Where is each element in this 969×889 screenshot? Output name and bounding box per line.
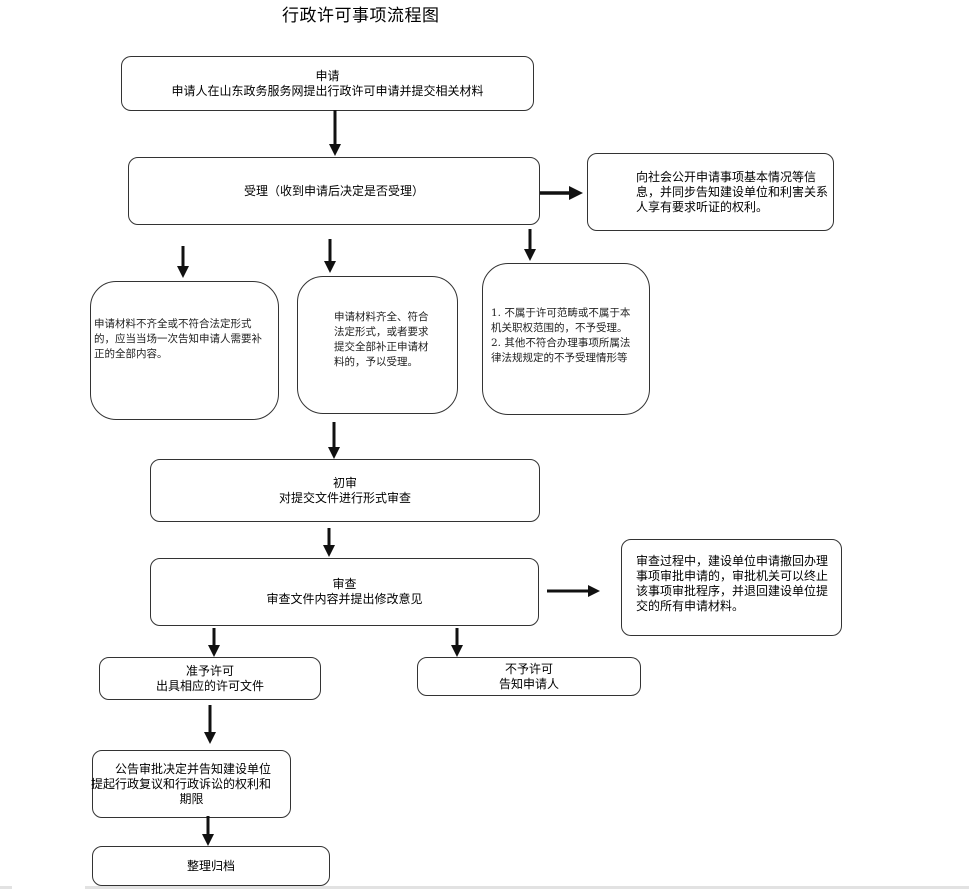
bottom-divider-left [0, 886, 12, 889]
node-announce-line-1: 公告审批决定并告知建设单位 [115, 761, 272, 776]
node-deny-line-2: 告知申请人 [498, 676, 559, 691]
node-publicize-line-2: 息，并同步告知建设单位和利害关系 [636, 184, 829, 199]
node-withdraw: 审查过程中，建设单位申请撤回办理 事项审批申请的，审批机关可以终止 该事项审批程… [621, 539, 842, 636]
node-deny-line-1: 不予许可 [504, 661, 553, 676]
node-preliminary: 初审 对提交文件进行形式审查 [150, 459, 540, 522]
node-complete: 申请材料齐全、符合 法定形式，或者要求 提交全部补正申请材 料的，予以受理。 [297, 276, 458, 414]
node-apply-line-1: 申请 [315, 68, 340, 83]
node-incomplete: 申请材料不齐全或不符合法定形式 的，应当当场一次告知申请人需要补 正的全部内容。 [90, 281, 279, 420]
node-approve: 准予许可 出具相应的许可文件 [99, 657, 321, 700]
node-preliminary-line-1: 初审 [332, 475, 357, 490]
node-review-line-1: 审查 [332, 577, 357, 591]
node-reject-line-3: 2. 其他不符合办理事项所属法 [491, 337, 631, 349]
node-reject-line-1: 1. 不属于许可范畴或不属于本 [491, 307, 631, 319]
node-deny: 不予许可 告知申请人 [417, 657, 641, 696]
node-withdraw-line-3: 该事项审批程序，并退回建设单位提 [636, 583, 829, 598]
node-announce-line-3: 期限 [179, 791, 204, 806]
node-announce: 公告审批决定并告知建设单位 提起行政复议和行政诉讼的权利和 期限 [91, 750, 291, 818]
node-incomplete-line-3: 正的全部内容。 [94, 348, 168, 360]
node-accept-line-1: 受理（收到申请后决定是否受理） [243, 183, 424, 198]
node-apply-line-2: 申请人在山东政务服务网提出行政许可申请并提交相关材料 [171, 83, 484, 98]
node-withdraw-line-2: 事项审批申请的，审批机关可以终止 [636, 568, 829, 583]
node-reject-line-4: 律法规规定的不予受理情形等 [491, 352, 628, 364]
node-publicize: 向社会公开申请事项基本情况等信 息，并同步告知建设单位和利害关系 人享有要求听证… [587, 153, 834, 231]
node-complete-line-3: 提交全部补正申请材 [334, 341, 429, 353]
node-accept: 受理（收到申请后决定是否受理） [128, 157, 540, 225]
node-publicize-line-1: 向社会公开申请事项基本情况等信 [636, 169, 817, 184]
node-complete-line-1: 申请材料齐全、符合 [334, 311, 429, 323]
node-complete-line-2: 法定形式，或者要求 [334, 326, 429, 338]
node-withdraw-line-1: 审查过程中，建设单位申请撤回办理 [636, 553, 829, 568]
node-review-line-2: 审查文件内容并提出修改意见 [266, 592, 423, 606]
node-reject-line-2: 机关职权范围的，不予受理。 [491, 322, 628, 334]
node-announce-line-2: 提起行政复议和行政诉讼的权利和 [91, 776, 272, 791]
node-reject: 1. 不属于许可范畴或不属于本 机关职权范围的，不予受理。 2. 其他不符合办理… [482, 263, 650, 415]
node-apply: 申请 申请人在山东政务服务网提出行政许可申请并提交相关材料 [121, 56, 534, 111]
node-incomplete-line-1: 申请材料不齐全或不符合法定形式 [94, 318, 252, 330]
node-publicize-line-3: 人享有要求听证的权利。 [636, 199, 769, 214]
bottom-divider [85, 886, 969, 889]
node-archive: 整理归档 [92, 846, 330, 886]
page-title: 行政许可事项流程图 [282, 6, 440, 26]
node-archive-line-1: 整理归档 [186, 858, 235, 873]
node-review: 审查 审查文件内容并提出修改意见 [150, 558, 539, 626]
node-incomplete-line-2: 的，应当当场一次告知申请人需要补 [94, 333, 262, 345]
node-approve-line-1: 准予许可 [185, 663, 234, 678]
node-preliminary-line-2: 对提交文件进行形式审查 [278, 490, 411, 505]
node-approve-line-2: 出具相应的许可文件 [155, 678, 264, 693]
node-complete-line-4: 料的，予以受理。 [334, 356, 418, 368]
node-withdraw-line-4: 交的所有申请材料。 [636, 598, 745, 613]
